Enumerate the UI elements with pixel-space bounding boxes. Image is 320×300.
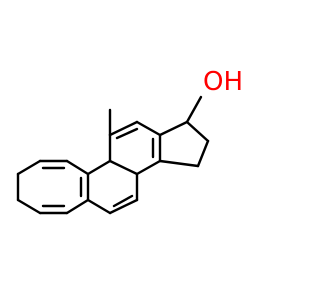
bond: [86, 198, 112, 215]
bond: [158, 120, 189, 137]
bond: [115, 127, 139, 140]
bond: [16, 198, 42, 215]
bond: [108, 198, 139, 215]
bond: [196, 139, 210, 168]
hydroxyl-label: OH: [203, 67, 243, 97]
bond: [185, 120, 210, 143]
bond: [86, 159, 112, 176]
bond-layer: [16, 95, 210, 215]
bond: [135, 120, 162, 137]
bond: [65, 159, 90, 176]
bond: [112, 194, 134, 208]
chemical-structure-diagram: OH: [16, 67, 243, 215]
bond: [135, 159, 162, 176]
bond: [65, 198, 90, 215]
bond: [158, 159, 200, 168]
bond: [108, 120, 139, 137]
bond: [108, 159, 139, 176]
bond: [16, 159, 42, 176]
bond: [185, 95, 203, 124]
